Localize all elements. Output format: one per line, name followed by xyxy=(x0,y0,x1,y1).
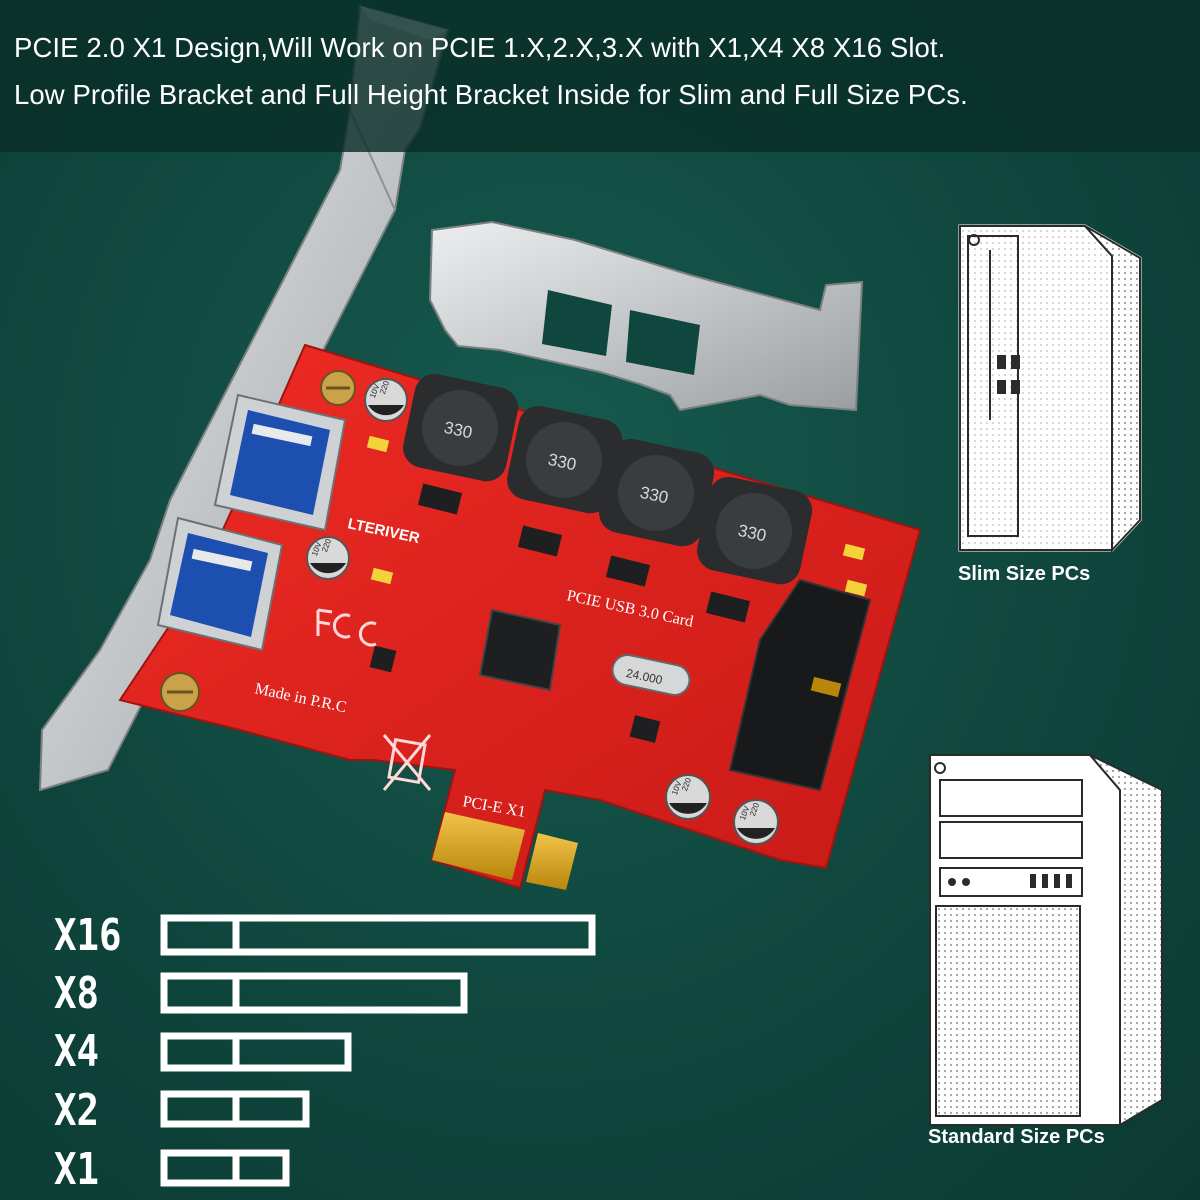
slot-label-x16: X16 xyxy=(54,910,122,961)
standard-pc-caption: Standard Size PCs xyxy=(928,1126,1105,1148)
inductor-4 xyxy=(697,476,813,585)
capacitor-3-marking-top: 220 xyxy=(680,776,693,792)
controller-chip xyxy=(478,608,562,692)
pcie-slot-x4 xyxy=(160,1032,352,1072)
usb-port-upper xyxy=(213,393,347,532)
silkscreen-fc-ce xyxy=(316,608,377,647)
capacitor-4 xyxy=(733,799,779,845)
slim-pc-illustration xyxy=(958,224,1142,553)
pcie-slot-x2 xyxy=(160,1090,310,1128)
capacitor-3 xyxy=(665,774,711,820)
standard-pc-illustration xyxy=(929,754,1163,1127)
pcie-x1-gold-fingers xyxy=(432,812,578,890)
crystal-oscillator xyxy=(611,654,691,696)
low-profile-bracket xyxy=(428,220,864,412)
slim-pc-caption: Slim Size PCs xyxy=(958,563,1091,585)
usb3-internal-header xyxy=(728,578,872,792)
slot-label-x8: X8 xyxy=(54,968,100,1019)
pcie-slot-x8 xyxy=(160,972,468,1014)
inductor-1 xyxy=(403,373,519,482)
usb-port-lower xyxy=(156,516,284,652)
slot-label-x2: X2 xyxy=(54,1085,100,1136)
slot-label-x1: X1 xyxy=(54,1144,100,1195)
inductor-2 xyxy=(507,405,623,514)
header-banner: PCIE 2.0 X1 Design,Will Work on PCIE 1.X… xyxy=(0,0,1200,152)
capacitor-4-marking-top: 220 xyxy=(748,801,761,817)
capacitor-2-marking-top: 220 xyxy=(320,537,333,553)
banner-bracket-text: Low Profile Bracket and Full Height Brac… xyxy=(14,79,968,110)
pcie-slot-x1 xyxy=(160,1149,290,1187)
capacitor-1 xyxy=(364,378,408,422)
inductor-3 xyxy=(599,438,715,547)
weee-symbol xyxy=(382,734,432,791)
capacitor-2 xyxy=(306,536,350,580)
usb-expansion-card xyxy=(118,343,922,890)
banner-compatibility-text: PCIE 2.0 X1 Design,Will Work on PCIE 1.X… xyxy=(14,32,946,63)
capacitor-1-marking-top: 220 xyxy=(378,379,391,395)
slot-label-x4: X4 xyxy=(54,1026,100,1077)
pcie-slot-x16 xyxy=(160,914,596,956)
